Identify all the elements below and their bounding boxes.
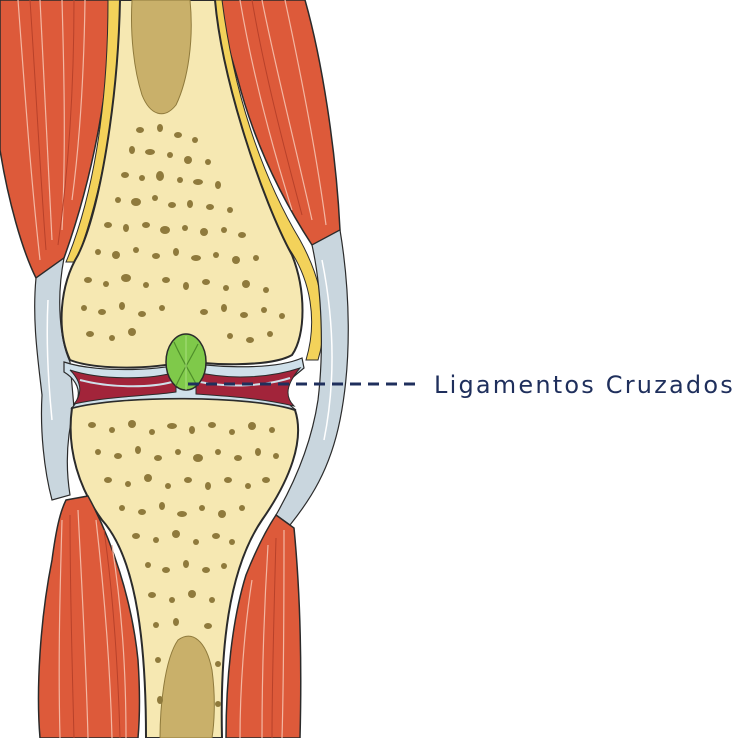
cruciate-ligaments-label: Ligamentos Cruzados [434,371,735,399]
cruciate-ligaments [166,334,206,390]
